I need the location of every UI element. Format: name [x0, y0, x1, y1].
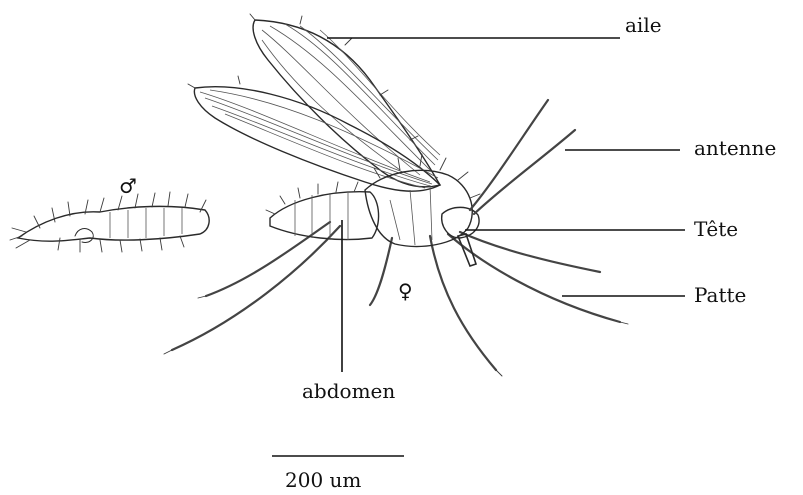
- male-abdomen-illustration: [10, 192, 209, 252]
- label-wing: aile: [625, 13, 662, 37]
- label-abdomen: abdomen: [302, 379, 395, 403]
- label-head: Tête: [694, 217, 738, 241]
- label-leg: Patte: [694, 283, 746, 307]
- female-symbol: ♀: [398, 279, 413, 303]
- head: [442, 100, 575, 266]
- legs: [164, 222, 628, 376]
- wings: [188, 14, 440, 191]
- label-antenna: antenne: [694, 136, 776, 160]
- male-symbol: ♂: [119, 174, 137, 198]
- scale-bar-label: 200 um: [285, 468, 361, 492]
